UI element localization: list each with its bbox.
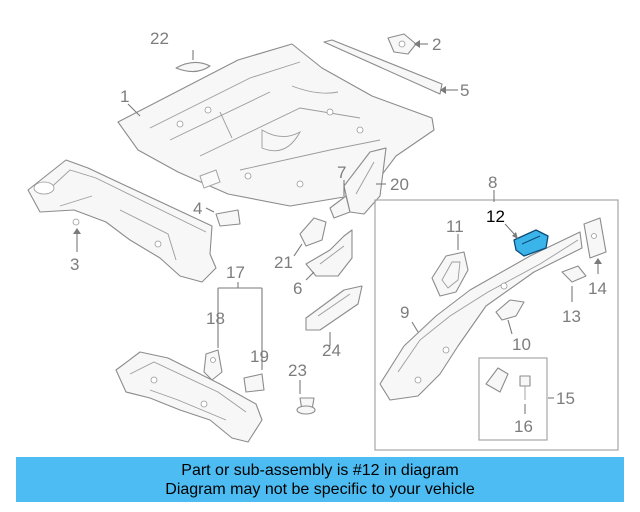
parts-diagram: 1 2 3 4 5 6 7 8 9 10 11 12 13 14 15 16 1… [27, 29, 619, 451]
banner-line-1: Part or sub-assembly is #12 in diagram [181, 461, 459, 479]
part-11-insert [431, 251, 469, 297]
part-5-cross-rail [323, 39, 443, 95]
callout-17: 17 [226, 263, 245, 282]
callout-8: 8 [488, 173, 497, 192]
part-16-clip-bolt [485, 367, 531, 400]
callout-6: 6 [293, 279, 302, 298]
part-13-bracket [561, 265, 587, 283]
callout-5: 5 [460, 81, 469, 100]
callout-23: 23 [288, 361, 307, 380]
part-12-highlighted [513, 229, 549, 257]
info-banner: Part or sub-assembly is #12 in diagram D… [16, 457, 624, 502]
part-19-clip [243, 373, 265, 393]
part-10-bracket [495, 299, 525, 321]
part-3-crossmember [27, 159, 217, 283]
callout-22: 22 [150, 29, 169, 48]
callout-15: 15 [556, 389, 575, 408]
callout-9: 9 [400, 303, 409, 322]
callout-1: 1 [120, 87, 129, 106]
callout-19: 19 [250, 347, 269, 366]
part-23-plug [296, 397, 316, 415]
part-22-pad [175, 61, 211, 73]
callout-4: 4 [193, 199, 202, 218]
part-9-side-rail [379, 231, 583, 401]
part-2-bracket [387, 33, 417, 55]
banner-line-2: Diagram may not be specific to your vehi… [165, 480, 475, 498]
part-21-mount [299, 217, 327, 247]
part-14-plate [583, 217, 607, 259]
detail-box-15 [478, 357, 548, 441]
part-6-bracket [305, 229, 353, 277]
leader-lines [73, 40, 602, 414]
part-4-plate [215, 209, 241, 227]
callout-11: 11 [446, 217, 464, 236]
callout-20: 20 [390, 175, 409, 194]
part-24-extension [305, 285, 363, 331]
callout-3: 3 [70, 255, 79, 274]
callout-18: 18 [206, 309, 225, 328]
callout-labels: 1 2 3 4 5 6 7 8 9 10 11 12 13 14 15 16 1… [70, 29, 607, 436]
detail-box-8 [374, 199, 619, 451]
callout-21: 21 [274, 253, 293, 272]
part-17-crossmember [115, 351, 263, 443]
part-18-stud [203, 349, 223, 381]
callout-7: 7 [337, 163, 346, 182]
callout-10: 10 [512, 335, 531, 354]
callout-24: 24 [322, 341, 341, 360]
callout-14: 14 [588, 279, 607, 298]
part-20-pillar [343, 147, 387, 215]
part-1-rear-floor-pan [117, 43, 435, 207]
callout-2: 2 [432, 35, 441, 54]
callout-16: 16 [514, 417, 533, 436]
callout-12: 12 [486, 207, 505, 226]
callout-13: 13 [562, 307, 581, 326]
